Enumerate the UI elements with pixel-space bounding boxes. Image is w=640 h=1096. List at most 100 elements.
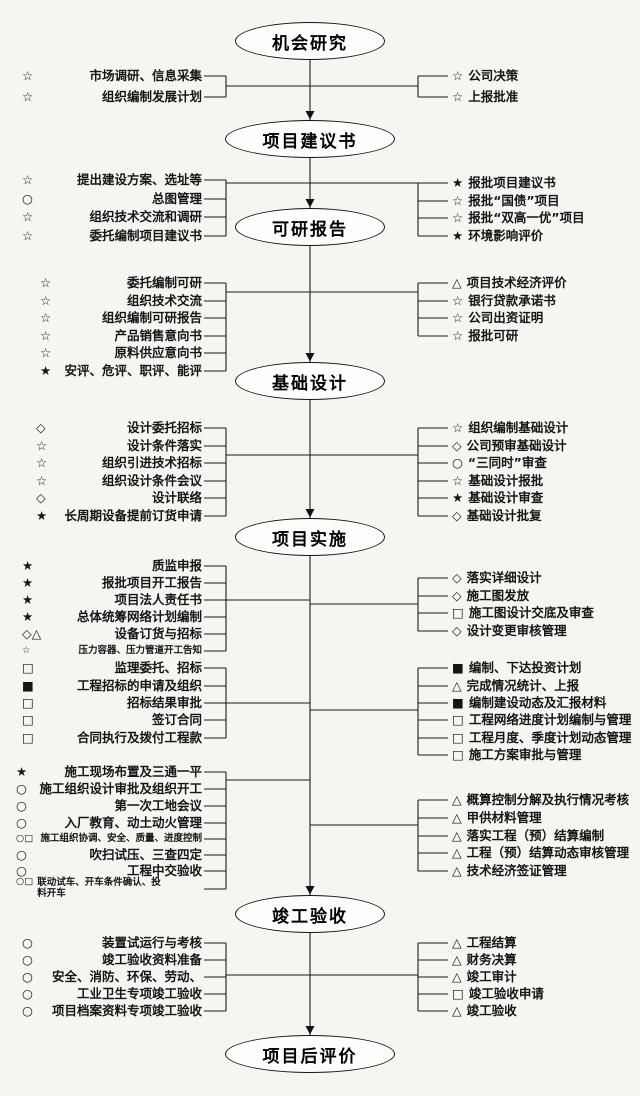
item-label: 完成情况统计、上报 xyxy=(466,678,580,694)
task-item: ☆银行贷款承诺书 xyxy=(452,292,638,310)
item-symbol: ◇ xyxy=(452,438,462,454)
task-item: ◇落实详细设计 xyxy=(452,569,638,587)
item-label: 总体统筹网络计划编制 xyxy=(76,609,202,625)
item-symbol: ◇ xyxy=(452,588,462,604)
task-item: △工程结算 xyxy=(452,934,638,952)
task-item: □招标结果审批 xyxy=(22,694,202,712)
node-basic-design: 基础设计 xyxy=(235,362,385,400)
item-label: 竣工验收 xyxy=(466,1003,517,1019)
item-symbol: ◇ xyxy=(452,623,462,639)
item-symbol: □ xyxy=(22,695,34,711)
item-symbol: ○ xyxy=(452,455,463,471)
task-item: △完成情况统计、上报 xyxy=(452,677,638,695)
item-label: 施工图发放 xyxy=(466,588,530,604)
item-symbol: △ xyxy=(452,952,462,968)
item-label: 银行贷款承诺书 xyxy=(468,293,556,309)
task-item: △甲供材料管理 xyxy=(452,809,638,827)
item-label: 报批“双高一优”项目 xyxy=(468,210,585,226)
item-symbol: △ xyxy=(452,1003,462,1019)
item-label: 组织技术交流和调研 xyxy=(89,209,202,225)
task-item: ○竣工验收资料准备 xyxy=(22,951,202,969)
item-symbol: ☆ xyxy=(40,310,52,326)
item-symbol: △ xyxy=(452,828,462,844)
task-item: □竣工验收申请 xyxy=(452,985,638,1003)
item-label: 报批项目开工报告 xyxy=(101,575,202,591)
item-symbol: ☆ xyxy=(22,68,34,84)
item-label: 环境影响评价 xyxy=(468,228,544,244)
item-label: 报批可研 xyxy=(468,328,519,344)
item-label: 工程中交验收 xyxy=(126,863,202,879)
item-symbol: ○□ xyxy=(16,832,34,844)
item-label: 联动试车、开车条件确认、投料开车 xyxy=(37,877,161,900)
task-item: ○项目档案资料专项竣工验收 xyxy=(22,1002,202,1020)
item-label: 合同执行及拨付工程款 xyxy=(76,730,202,746)
item-label: 概算控制分解及执行情况考核 xyxy=(466,792,630,808)
node-opportunity-research: 机会研究 xyxy=(235,22,385,60)
item-symbol: ○ xyxy=(16,781,27,797)
item-label: 项目法人责任书 xyxy=(114,592,202,608)
item-label: 编制、下达投资计划 xyxy=(468,660,582,676)
task-item: □签订合同 xyxy=(22,711,202,729)
item-label: 落实工程（预）结算编制 xyxy=(466,828,605,844)
item-symbol: ☆ xyxy=(40,328,52,344)
task-item: ★质监申报 xyxy=(22,557,202,575)
task-item: ★长周期设备提前订货申请 xyxy=(36,507,202,525)
task-item: □工程网络进度计划编制与管理 xyxy=(452,711,638,729)
task-item: △项目技术经济评价 xyxy=(452,274,638,292)
item-label: 工程月度、季度计划动态管理 xyxy=(468,730,632,746)
item-symbol: ☆ xyxy=(22,89,34,105)
item-symbol: □ xyxy=(22,730,34,746)
task-item: ○工业卫生专项竣工验收 xyxy=(22,985,202,1003)
item-symbol: □ xyxy=(452,712,464,728)
item-symbol: ○ xyxy=(22,969,33,985)
task-item: ☆报批可研 xyxy=(452,327,638,345)
item-symbol: ★ xyxy=(22,558,34,574)
item-symbol: ◇ xyxy=(36,420,46,436)
item-symbol: ○ xyxy=(16,863,27,879)
item-symbol: ○ xyxy=(16,798,27,814)
item-label: 压力容器、压力管道开工告知 xyxy=(78,644,202,656)
task-item: ○□施工组织协调、安全、质量、进度控制 xyxy=(16,832,202,846)
item-symbol: □ xyxy=(452,747,464,763)
task-item: ★项目法人责任书 xyxy=(22,591,202,609)
item-symbol: ☆ xyxy=(36,473,48,489)
item-symbol: ☆ xyxy=(452,473,464,489)
item-label: 竣工审计 xyxy=(466,969,517,985)
node-project-implementation: 项目实施 xyxy=(235,518,385,556)
task-item: ■工程招标的申请及组织 xyxy=(22,677,202,695)
item-symbol: ★ xyxy=(36,508,48,524)
node-post-project-evaluation: 项目后评价 xyxy=(225,1035,395,1073)
item-label: 报批“国债”项目 xyxy=(468,193,560,209)
item-label: 安评、危评、职评、能评 xyxy=(64,363,202,379)
item-symbol: ◇ xyxy=(452,508,462,524)
task-item: ☆基础设计报批 xyxy=(452,472,638,490)
item-symbol: ○ xyxy=(22,986,33,1002)
item-label: 工程（预）结算动态审核管理 xyxy=(466,845,630,861)
item-symbol: △ xyxy=(452,678,462,694)
task-item: △概算控制分解及执行情况考核 xyxy=(452,791,638,809)
item-symbol: ★ xyxy=(452,228,464,244)
item-symbol: ☆ xyxy=(452,193,464,209)
task-item: □监理委托、招标 xyxy=(22,659,202,677)
item-label: 签订合同 xyxy=(151,712,202,728)
item-symbol: ○ xyxy=(22,191,33,207)
task-item: ☆组织编制基础设计 xyxy=(452,419,638,437)
item-label: 安全、消防、环保、劳动、 xyxy=(51,969,202,985)
task-item: ☆设计条件落实 xyxy=(36,437,202,455)
task-item: ☆产品销售意向书 xyxy=(40,327,202,345)
task-item: ◇公司预审基础设计 xyxy=(452,437,638,455)
item-label: 编制建设动态及汇报材料 xyxy=(468,695,607,711)
item-label: 技术经济签证管理 xyxy=(466,863,567,879)
task-item: ○施工组织设计审批及组织开工 xyxy=(16,780,202,798)
item-label: 设计变更审核管理 xyxy=(466,623,567,639)
item-label: 吹扫试压、三查四定 xyxy=(89,847,202,863)
task-item: ★报批项目建议书 xyxy=(452,174,638,192)
task-item: ★安评、危评、职评、能评 xyxy=(40,362,202,380)
item-symbol: ○ xyxy=(22,1003,33,1019)
item-label: 落实详细设计 xyxy=(466,570,542,586)
item-label: 竣工验收申请 xyxy=(468,986,544,1002)
task-item: ◇△设备订货与招标 xyxy=(22,625,202,643)
item-label: 第一次工地会议 xyxy=(114,798,202,814)
